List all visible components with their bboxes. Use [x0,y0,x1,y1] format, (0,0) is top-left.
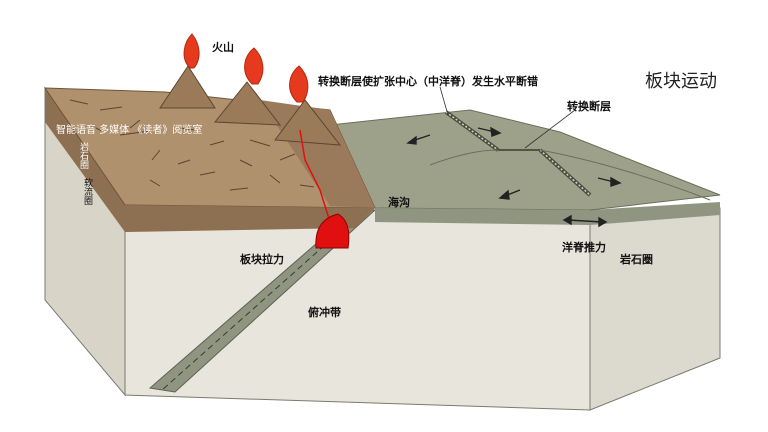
mid-ocean-ridge [444,110,592,197]
lava-plumes [183,33,309,103]
label-slab-pull: 板块拉力 [240,253,284,266]
arrow-right-lower [597,176,622,187]
lava-plume-1 [183,33,200,69]
oceanic-plate-surface [329,109,721,211]
leader-lines [439,86,576,149]
label-trench: 海沟 [388,196,410,209]
continental-texture [69,99,315,191]
right-side-face [589,207,721,411]
lithosphere-left-band [45,88,125,232]
lithosphere-right-band [590,202,720,225]
volcano-middle [213,81,282,126]
lava-plume-3 [289,65,309,103]
mantle-front-face [124,204,591,411]
arrow-left-lower [498,189,521,200]
label-transform-fault-ridge: 转换断层使扩张中心（中洋脊）发生水平断错 [318,75,538,88]
label-lithosphere-left: 岩石圈 [78,142,88,169]
volcano-left [159,65,216,109]
arrow-left-upper [406,134,431,145]
label-asthenosphere: 软流圈 [82,178,92,205]
motion-arrows [406,126,622,228]
label-lithosphere-right: 岩石圈 [620,253,653,266]
label-subduction-zone: 俯冲带 [308,306,341,319]
volcano-right [274,99,342,146]
fracture-zones [429,149,711,201]
ridge-push-arrow [562,214,608,228]
continental-front [125,205,375,232]
magma-chamber [315,213,350,249]
watermark: 智能语音 多媒体 《读者》阅览室 [56,125,203,136]
arrow-right-upper [477,126,502,137]
label-transform-fault: 转换断层 [567,100,611,113]
lava-plume-2 [244,47,264,85]
oceanic-lithosphere-front [375,208,590,225]
label-volcano: 火山 [212,41,234,54]
label-ridge-push: 洋脊推力 [562,241,606,254]
magma-conduit [299,129,331,223]
diagram-title: 板块运动 [645,71,717,92]
